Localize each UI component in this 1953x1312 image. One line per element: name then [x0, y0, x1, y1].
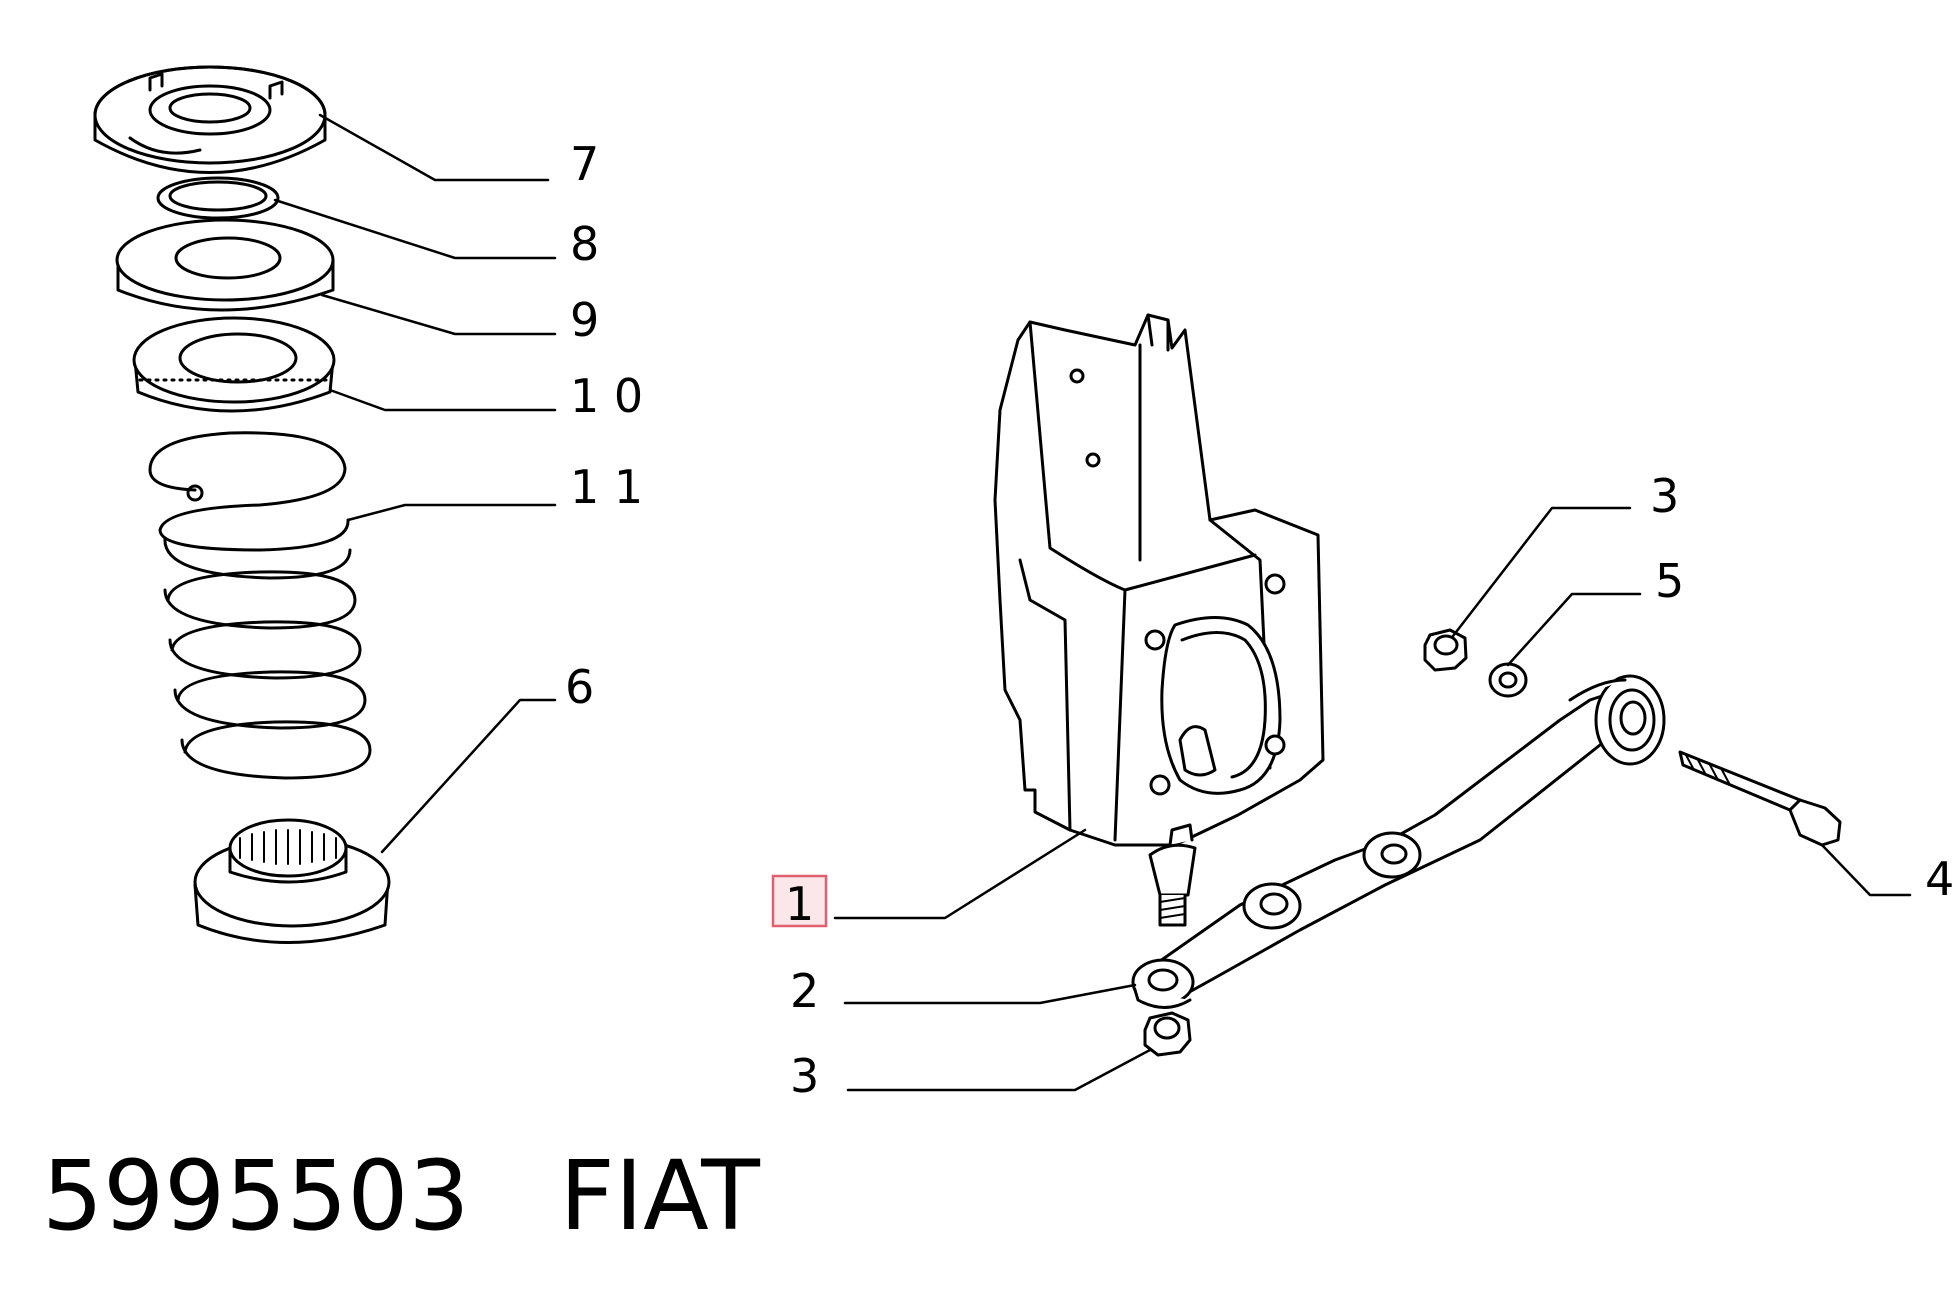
callout-8: 8	[570, 217, 599, 271]
callout-3-top: 3	[1650, 469, 1679, 523]
callout-2: 2	[790, 964, 819, 1018]
nut-bottom	[1143, 1011, 1192, 1057]
lower-spring-seat	[193, 818, 391, 944]
callout-9: 9	[570, 293, 599, 347]
callout-11: 1 1	[570, 460, 643, 514]
callout-10: 1 0	[570, 369, 643, 423]
callout-7: 7	[570, 137, 599, 191]
callout-4: 4	[1925, 852, 1953, 906]
brand-name: FIAT	[559, 1140, 760, 1252]
callout-3-bottom: 3	[790, 1049, 819, 1103]
leader-lines-left	[273, 113, 557, 854]
callout-1-highlight	[771, 874, 828, 928]
callout-5: 5	[1655, 554, 1684, 608]
nut-top	[1423, 628, 1468, 672]
rubber-seat	[132, 316, 336, 413]
bearing-plate	[115, 218, 335, 312]
callout-1: 1	[785, 877, 814, 931]
leader-lines-right	[833, 506, 1912, 1092]
upper-mount-plate	[93, 65, 327, 174]
bolt	[1678, 750, 1842, 847]
washer	[1488, 662, 1528, 698]
control-arm	[1131, 674, 1666, 1009]
part-number: 5995503	[42, 1140, 470, 1252]
coil-spring	[148, 431, 372, 780]
spacer-ring	[156, 176, 280, 220]
callout-6: 6	[565, 660, 594, 714]
steering-knuckle	[993, 313, 1325, 927]
